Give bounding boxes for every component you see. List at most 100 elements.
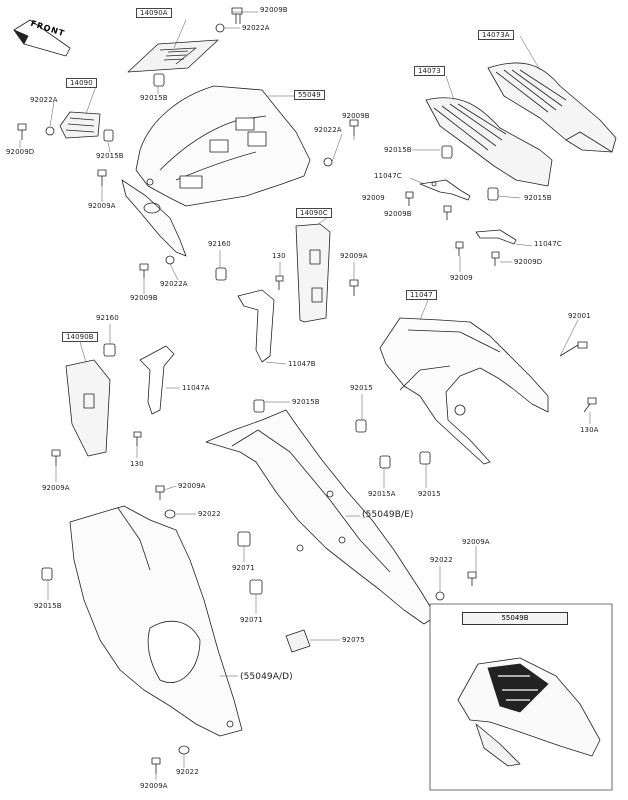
bolt-92009A-b	[51, 449, 61, 466]
label-92009A: 92009A	[88, 202, 116, 210]
label-92009A: 92009A	[42, 484, 70, 492]
washer-92022-a	[164, 509, 176, 519]
washer-92022-c	[178, 745, 190, 755]
bolt-92009B-b	[443, 205, 452, 220]
bolt-92001	[559, 341, 588, 357]
bolt-92009A-c	[155, 485, 165, 500]
label-55049BE: (55049B/E)	[362, 510, 414, 520]
bolt-130-b	[133, 431, 142, 446]
label-14090A: 14090A	[136, 8, 172, 18]
label-92071: 92071	[240, 616, 263, 624]
label-92022: 92022	[430, 556, 453, 564]
part-92075-pad	[285, 629, 311, 653]
part-55049AD-lower-cowl	[69, 505, 243, 737]
label-55049: 55049	[294, 90, 325, 100]
label-92022: 92022	[176, 768, 199, 776]
label-92022: 92022	[198, 510, 221, 518]
label-92001: 92001	[568, 312, 591, 320]
washer-92022A-left2	[165, 255, 175, 265]
label-92160: 92160	[208, 240, 231, 248]
part-55049-upper-cowl	[121, 85, 311, 257]
bolt-92009A-e	[151, 757, 161, 774]
label-92015A: 92015A	[368, 490, 396, 498]
label-92015: 92015	[418, 490, 441, 498]
washer-92022-b	[435, 591, 445, 601]
label-92015B: 92015B	[96, 152, 124, 160]
part-11047C-bracket-upper	[419, 179, 471, 201]
grommet-92071-a	[237, 531, 251, 547]
part-11047B-bracket	[237, 289, 275, 363]
label-14090C: 14090C	[296, 208, 332, 218]
label-11047C: 11047C	[534, 240, 562, 248]
grommet-92015B-top	[153, 73, 165, 87]
label-130: 130	[130, 460, 144, 468]
washer-92022A-top	[215, 23, 225, 33]
label-92009D: 92009D	[6, 148, 35, 156]
label-92009B: 92009B	[342, 112, 370, 120]
bolt-92009A-mid	[349, 279, 359, 296]
label-92015B: 92015B	[34, 602, 62, 610]
grommet-92015B-mid	[441, 145, 453, 159]
part-14090B-panel	[65, 359, 111, 457]
inset-title: 55049B	[462, 612, 568, 625]
label-92022A: 92022A	[30, 96, 58, 104]
front-direction-arrow	[13, 19, 71, 57]
label-92022A: 92022A	[160, 280, 188, 288]
inset-55049B	[429, 603, 613, 791]
label-92009A: 92009A	[178, 482, 206, 490]
grommet-92015A	[379, 455, 391, 469]
label-92009: 92009	[450, 274, 473, 282]
grommet-92015B-right	[487, 187, 499, 201]
label-92015: 92015	[350, 384, 373, 392]
label-92009: 92009	[362, 194, 385, 202]
bolt-92009B-left2	[139, 263, 149, 278]
label-92022A: 92022A	[242, 24, 270, 32]
label-92009B: 92009B	[130, 294, 158, 302]
grommet-92015-a	[355, 419, 367, 433]
label-92009A: 92009A	[462, 538, 490, 546]
label-14090B: 14090B	[62, 332, 98, 342]
part-14090C-panel	[295, 223, 331, 323]
label-14073: 14073	[414, 66, 445, 76]
bolt-92009A-left	[97, 169, 107, 186]
grommet-92015-b	[419, 451, 431, 465]
label-130: 130	[272, 252, 286, 260]
label-92009A: 92009A	[140, 782, 168, 790]
label-11047C: 11047C	[374, 172, 402, 180]
grommet-92015B-center	[253, 399, 265, 413]
label-11047B: 11047B	[288, 360, 316, 368]
bolt-92009A-d	[467, 571, 477, 586]
label-11047: 11047	[406, 290, 437, 300]
bolt-92009D-right	[491, 251, 500, 266]
grommet-92071-b	[249, 579, 263, 595]
bolt-130A	[583, 397, 597, 413]
label-130A: 130A	[580, 426, 599, 434]
part-14073-duct	[425, 97, 553, 187]
label-92015B: 92015B	[384, 146, 412, 154]
bolt-92009-b	[455, 241, 464, 256]
label-92015B: 92015B	[524, 194, 552, 202]
part-14090-inner-panel	[59, 111, 101, 139]
label-92160: 92160	[96, 314, 119, 322]
bolt-92009-a	[405, 191, 414, 206]
label-92075: 92075	[342, 636, 365, 644]
label-14090: 14090	[66, 78, 97, 88]
label-92009D: 92009D	[514, 258, 543, 266]
label-55049AD: (55049A/D)	[240, 672, 293, 682]
grommet-92015B-left	[103, 129, 114, 142]
label-92009B: 92009B	[260, 6, 288, 14]
label-92022A: 92022A	[314, 126, 342, 134]
part-11047A-bracket	[139, 345, 175, 415]
grommet-92015B-low	[41, 567, 53, 581]
washer-92022A-left	[45, 126, 55, 136]
label-92015B: 92015B	[292, 398, 320, 406]
grommet-92160-a	[215, 267, 227, 281]
part-11047C-bracket-lower	[475, 229, 517, 245]
label-14073A: 14073A	[478, 30, 514, 40]
label-92015B: 92015B	[140, 94, 168, 102]
part-14090A-vent	[127, 39, 219, 73]
label-92009A: 92009A	[340, 252, 368, 260]
label-92009B: 92009B	[384, 210, 412, 218]
